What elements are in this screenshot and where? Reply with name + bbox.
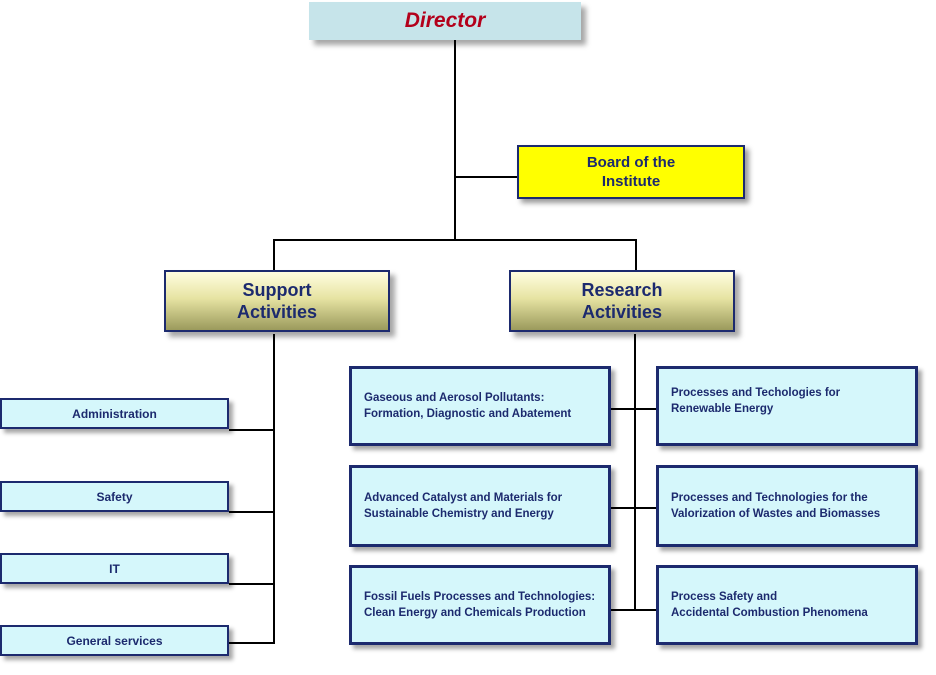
research-label-line1: Research <box>581 280 663 300</box>
support-item-general-services: General services <box>0 625 229 656</box>
research-unit-gaseous-aerosol-pollutants: Gaseous and Aerosol Pollutants: Formatio… <box>349 366 611 446</box>
research-unit-line2: Sustainable Chemistry and Energy <box>364 508 554 520</box>
connector-research-trunk <box>634 334 636 611</box>
connector-director-trunk <box>454 40 456 240</box>
connector-support-it <box>229 583 274 585</box>
connector-support-safety <box>229 511 274 513</box>
board-label-line2: Institute <box>601 173 661 190</box>
research-unit-line2: Formation, Diagnostic and Abatement <box>364 408 572 420</box>
support-item-label: Safety <box>96 489 133 504</box>
connector-research-drop <box>635 239 637 270</box>
support-item-label: IT <box>109 561 120 576</box>
research-unit-line1: Processes and Techologies for <box>671 387 841 399</box>
connector-support-administration <box>229 429 274 431</box>
director-box: Director <box>309 2 581 40</box>
research-unit-process-safety: Process Safety and Accidental Combustion… <box>656 565 918 645</box>
connector-support-trunk <box>273 334 275 644</box>
connector-research-row1 <box>611 408 657 410</box>
research-unit-line1: Gaseous and Aerosol Pollutants: <box>364 392 545 404</box>
connector-departments-bar <box>273 239 637 241</box>
research-activities-box: Research Activities <box>509 270 735 332</box>
research-unit-line2: Clean Energy and Chemicals Production <box>364 607 586 619</box>
support-item-safety: Safety <box>0 481 229 512</box>
support-item-it: IT <box>0 553 229 584</box>
research-unit-line1: Advanced Catalyst and Materials for <box>364 492 563 504</box>
connector-support-drop <box>273 239 275 270</box>
support-activities-box: Support Activities <box>164 270 390 332</box>
support-item-label: General services <box>66 633 163 648</box>
support-item-administration: Administration <box>0 398 229 429</box>
research-unit-line2: Valorization of Wastes and Biomasses <box>671 508 881 520</box>
support-label-line1: Support <box>242 280 312 300</box>
connector-research-row2 <box>611 507 657 509</box>
research-unit-line1: Processes and Technologies for the <box>671 492 868 504</box>
research-unit-fossil-fuels: Fossil Fuels Processes and Technologies:… <box>349 565 611 645</box>
board-box: Board of the Institute <box>517 145 745 199</box>
connector-board <box>454 176 517 178</box>
research-unit-line2: Accidental Combustion Phenomena <box>671 607 868 619</box>
connector-support-general-services <box>229 642 274 644</box>
connector-research-row3 <box>611 609 657 611</box>
director-label: Director <box>404 9 486 32</box>
support-item-label: Administration <box>72 406 157 421</box>
research-label-line2: Activities <box>581 302 663 322</box>
research-unit-advanced-catalyst-materials: Advanced Catalyst and Materials for Sust… <box>349 465 611 547</box>
support-label-line2: Activities <box>236 302 318 322</box>
research-unit-line2: Renewable Energy <box>671 403 774 415</box>
research-unit-line1: Process Safety and <box>671 591 778 603</box>
research-unit-line1: Fossil Fuels Processes and Technologies: <box>364 591 596 603</box>
research-unit-renewable-energy: Processes and Techologies for Renewable … <box>656 366 918 446</box>
research-unit-wastes-biomasses: Processes and Technologies for the Valor… <box>656 465 918 547</box>
board-label-line1: Board of the <box>586 154 676 171</box>
